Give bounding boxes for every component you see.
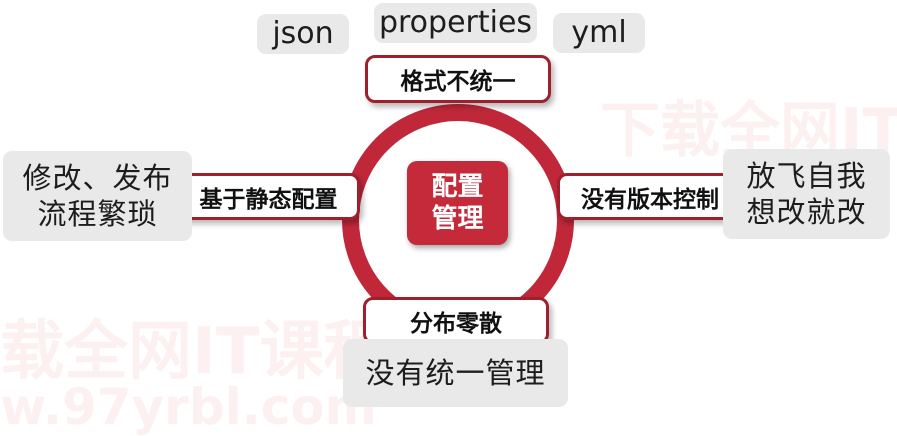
hub-title-line1: 配置: [431, 172, 484, 202]
format-tag-yml: yml: [553, 13, 645, 53]
label-format-inconsistent: 格式不统一: [365, 55, 551, 103]
watermark-lower: 载全网IT课程: [0, 315, 388, 389]
hub-title-line2: 管理: [431, 204, 484, 234]
format-tag-properties: properties: [374, 3, 537, 43]
note-left-line1: 修改、发布: [22, 161, 173, 195]
label-static-config: 基于静态配置: [177, 173, 360, 220]
label-no-version-control: 没有版本控制: [557, 173, 743, 220]
note-cumbersome-release: 修改、发布 流程繁琐: [3, 151, 192, 241]
note-right-line2: 想改就改: [746, 195, 867, 229]
watermark-url: w.97yrbl.com: [0, 378, 377, 436]
format-tag-json: json: [257, 14, 349, 54]
note-no-unified-management: 没有统一管理: [343, 339, 568, 407]
note-left-line2: 流程繁琐: [37, 197, 158, 231]
note-change-freely: 放飞自我 想改就改: [723, 149, 890, 239]
label-scattered: 分布零散: [363, 297, 549, 344]
hub-core: 配置 管理: [407, 161, 508, 245]
note-right-line1: 放飞自我: [746, 159, 867, 193]
